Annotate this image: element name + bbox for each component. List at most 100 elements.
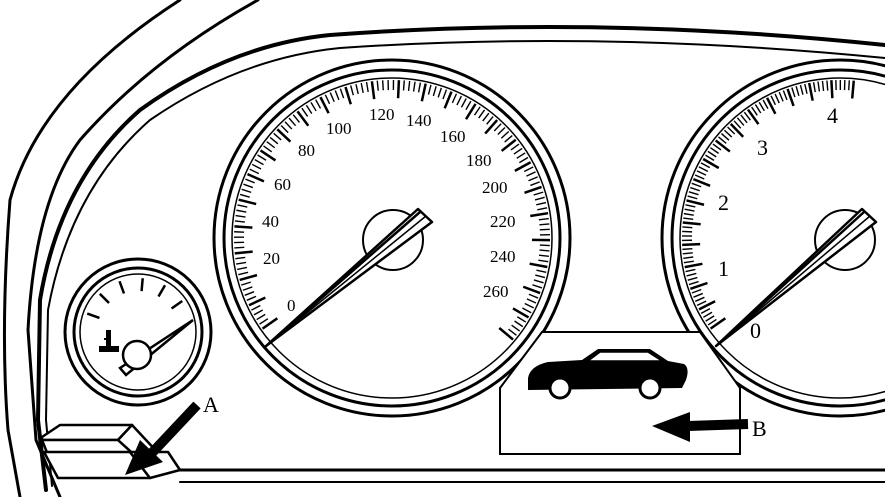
tachometer-ticks (682, 79, 856, 330)
minor-tick (770, 95, 777, 106)
minor-tick (758, 101, 765, 112)
callout-arrow-b (652, 412, 749, 442)
minor-tick (707, 318, 717, 326)
major-tick (729, 123, 745, 138)
minor-tick (350, 85, 354, 96)
minor-tick (720, 133, 730, 141)
minor-tick (690, 186, 700, 192)
minor-tick (504, 135, 513, 143)
callout-label-a: A (203, 392, 219, 417)
minor-tick (244, 291, 255, 296)
major-tick (684, 262, 703, 269)
major-tick (261, 317, 279, 330)
minor-tick (500, 130, 510, 139)
minor-tick (536, 201, 547, 206)
major-tick (443, 91, 453, 109)
temp-tick (118, 280, 126, 294)
minor-tick (365, 81, 369, 93)
minor-tick (705, 315, 715, 322)
major-tick (530, 211, 549, 218)
minor-tick (516, 316, 527, 323)
minor-tick (269, 136, 279, 145)
minor-tick (465, 100, 472, 111)
major-tick (682, 221, 701, 226)
rpm-label-0: 0 (750, 318, 761, 343)
minor-tick (251, 304, 261, 311)
minor-tick (402, 80, 405, 91)
speed-label-240: 240 (490, 247, 516, 266)
minor-tick (237, 204, 248, 208)
thermometer-icon (99, 330, 119, 352)
minor-tick (696, 170, 707, 176)
minor-tick (442, 89, 448, 100)
minor-tick (533, 279, 544, 284)
minor-tick (762, 99, 769, 110)
minor-tick (736, 117, 745, 126)
minor-tick (516, 152, 526, 159)
minor-tick (511, 324, 521, 332)
minor-tick (437, 87, 442, 98)
minor-tick (685, 268, 696, 273)
minor-tick (514, 320, 524, 328)
major-tick (830, 80, 834, 99)
minor-tick (235, 256, 246, 260)
temp-tick (86, 312, 100, 320)
minor-tick (526, 171, 536, 177)
minor-tick (702, 311, 713, 318)
temp-tick (170, 300, 183, 310)
minor-tick (329, 92, 335, 103)
major-tick (702, 157, 720, 170)
minor-tick (273, 132, 282, 141)
minor-tick (355, 84, 359, 95)
temperature-gauge (63, 257, 213, 407)
minor-tick (535, 274, 546, 279)
speed-label-260: 260 (483, 282, 509, 301)
minor-tick (280, 124, 289, 134)
car-side-icon (528, 349, 688, 400)
minor-tick (538, 259, 549, 263)
rpm-label-1: 1 (718, 256, 729, 281)
minor-tick (526, 298, 537, 304)
major-tick (370, 81, 376, 100)
minor-tick (236, 261, 247, 265)
major-tick (420, 83, 427, 102)
major-tick (807, 82, 814, 101)
minor-tick (687, 195, 698, 200)
minor-tick (253, 309, 264, 316)
speedometer-ticks (233, 80, 551, 341)
minor-tick (243, 183, 254, 189)
minor-tick (682, 252, 693, 255)
minor-tick (412, 81, 416, 92)
major-tick (319, 96, 330, 114)
major-tick (746, 108, 760, 125)
minor-tick (246, 295, 257, 301)
major-tick (709, 317, 727, 330)
minor-tick (795, 86, 800, 97)
minor-tick (538, 254, 550, 258)
major-tick (529, 262, 548, 269)
minor-tick (782, 90, 788, 101)
minor-tick (538, 217, 549, 221)
minor-tick (324, 94, 331, 105)
minor-tick (700, 308, 711, 315)
major-tick (234, 225, 253, 229)
speed-label-0: 0 (287, 296, 296, 315)
major-tick (522, 285, 541, 295)
major-tick (500, 138, 517, 152)
minor-tick (684, 208, 695, 212)
minor-tick (691, 182, 702, 188)
minor-tick (301, 107, 309, 117)
minor-tick (727, 126, 736, 135)
speed-label-40: 40 (262, 212, 279, 231)
minor-tick (682, 247, 693, 251)
minor-tick (537, 207, 548, 211)
minor-tick (778, 91, 784, 102)
major-tick (850, 80, 856, 99)
minor-tick (524, 302, 534, 309)
minor-tick (522, 307, 532, 314)
minor-tick (360, 82, 364, 93)
minor-tick (534, 196, 545, 201)
speedometer: 0 20 40 60 80 100 120 140 160 180 200 22… (212, 58, 572, 418)
minor-tick (251, 163, 262, 170)
minor-tick (235, 214, 246, 218)
